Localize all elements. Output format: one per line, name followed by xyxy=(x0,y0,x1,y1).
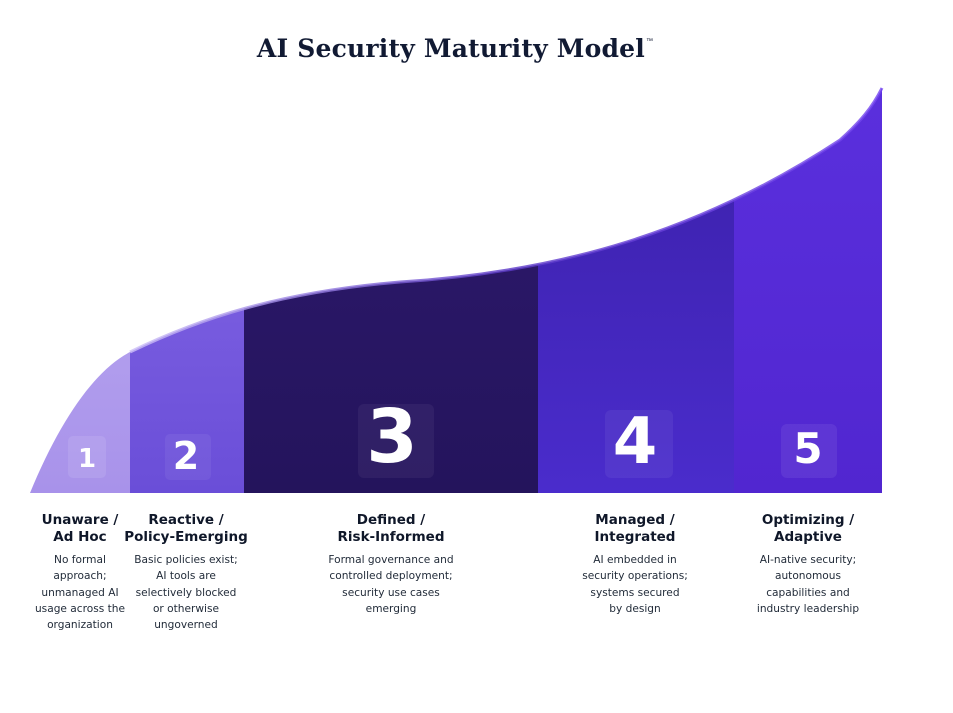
stage-3-description: Formal governance and controlled deploym… xyxy=(328,554,454,615)
stage-2-description: Basic policies exist; AI tools are selec… xyxy=(134,554,238,632)
stage-1-segment xyxy=(30,88,130,493)
diagram-title: AI Security Maturity Model™ xyxy=(0,34,910,63)
stage-5-name: Optimizing / Adaptive xyxy=(761,512,855,545)
stage-1-caption: Unaware / Ad Hoc No formal approach; unm… xyxy=(28,512,132,633)
stage-2-segment xyxy=(130,88,244,493)
stage-3-number-tile xyxy=(358,404,434,478)
stage-5-description: AI-native security; autonomous capabilit… xyxy=(756,554,860,615)
stage-4-number-tile xyxy=(605,410,673,478)
stage-1-number: 1 xyxy=(77,444,97,474)
title-text: AI Security Maturity Model xyxy=(256,34,645,63)
stage-1-name: Unaware / Ad Hoc xyxy=(41,512,119,545)
stage-5-number: 5 xyxy=(793,424,823,473)
stage-2-number: 2 xyxy=(172,434,200,478)
stage-4-description: AI embedded in security operations; syst… xyxy=(582,554,688,615)
stage-1-number-tile xyxy=(68,436,106,478)
stage-2-number-tile xyxy=(165,434,211,480)
trademark-symbol: ™ xyxy=(645,38,654,45)
curve-rim xyxy=(129,87,884,354)
stage-2-caption: Reactive / Policy-Emerging Basic policie… xyxy=(120,512,252,633)
stage-5-caption: Optimizing / Adaptive AI-native security… xyxy=(738,512,878,617)
stage-3-number: 3 xyxy=(366,394,418,480)
stage-2-name: Reactive / Policy-Emerging xyxy=(124,512,248,545)
stage-4-number: 4 xyxy=(612,405,658,479)
stage-4-caption: Managed / Integrated AI embedded in secu… xyxy=(560,512,710,617)
stage-1-description: No formal approach; unmanaged AI usage a… xyxy=(34,554,126,632)
stage-3-name: Defined / Risk-Informed xyxy=(337,512,445,545)
stage-4-name: Managed / Integrated xyxy=(594,512,676,545)
stage-3-caption: Defined / Risk-Informed Formal governanc… xyxy=(306,512,476,617)
stage-5-number-tile xyxy=(781,424,837,478)
